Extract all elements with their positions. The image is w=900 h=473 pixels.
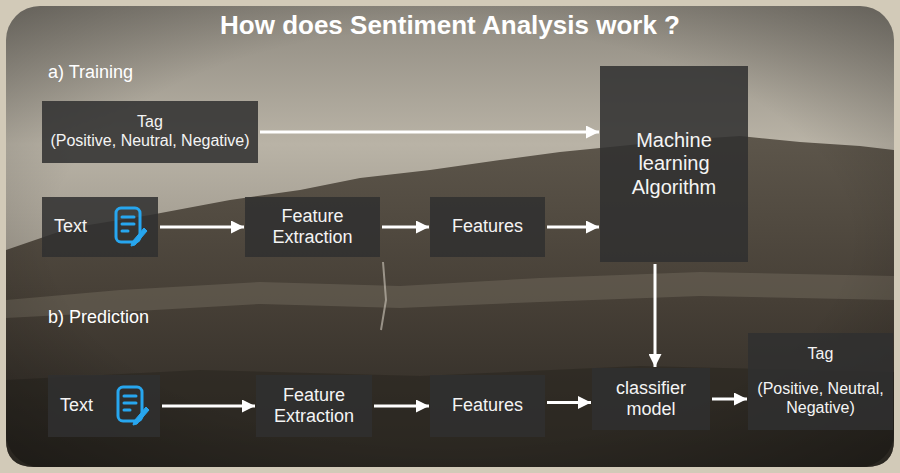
node-text: Feature Extraction — [253, 206, 372, 248]
flow-arrow — [160, 226, 244, 229]
node-text: (Positive, Neutral, Negative) — [756, 380, 885, 418]
vignette — [6, 6, 894, 467]
flow-arrow — [374, 405, 429, 408]
document-icon — [116, 385, 150, 427]
node-text: Machine learning Algorithm — [608, 129, 740, 200]
node-text: Feature Extraction — [264, 385, 364, 427]
flow-arrow — [162, 405, 255, 408]
diagram-title: How does Sentiment Analysis work ? — [0, 10, 900, 41]
process-box: Tag (Positive, Neutral, Negative) — [748, 333, 893, 430]
flow-arrow — [382, 226, 429, 229]
flow-arrow — [547, 401, 591, 404]
process-box: Text — [48, 375, 160, 437]
node-text: Features — [452, 216, 523, 237]
node-text: Text — [60, 395, 93, 416]
process-box: Feature Extraction — [245, 197, 380, 257]
process-box: classifier model — [592, 368, 710, 430]
flow-arrow — [654, 264, 657, 367]
process-box: Text — [42, 197, 158, 257]
node-text: classifier model — [600, 378, 702, 420]
process-box: Machine learning Algorithm — [600, 66, 748, 262]
flow-arrow — [712, 398, 747, 401]
node-text: Tag — [137, 113, 163, 132]
sky — [6, 6, 894, 467]
section-label: a) Training — [48, 62, 133, 83]
node-text: Features — [452, 395, 523, 416]
flow-arrow — [547, 226, 599, 229]
process-box: Tag(Positive, Neutral, Negative) — [42, 101, 258, 163]
node-text: (Positive, Neutral, Negative) — [50, 132, 249, 151]
node-text: Tag — [808, 345, 834, 364]
flow-arrow — [260, 131, 599, 134]
process-box: Features — [430, 375, 545, 437]
process-box: Feature Extraction — [256, 375, 372, 437]
document-icon — [114, 206, 148, 248]
node-text: Text — [54, 216, 87, 237]
process-box: Features — [430, 197, 545, 257]
section-label: b) Prediction — [48, 307, 149, 328]
